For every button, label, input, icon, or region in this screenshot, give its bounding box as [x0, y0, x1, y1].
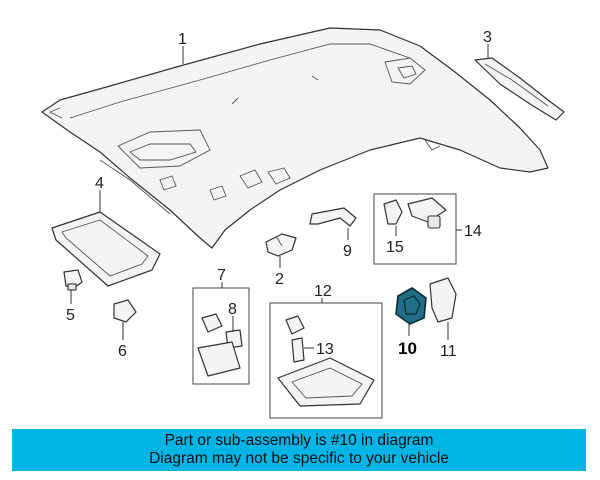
group-12-box: [269, 302, 383, 419]
leader-lines: [70, 44, 489, 349]
callout-10: 10: [398, 339, 417, 358]
callout-labels: 1 3 4 5 6 2 9 7 8 12 13 10 11 15 14: [66, 29, 492, 360]
callout-8: 8: [228, 301, 237, 318]
bulb-part-15: [383, 199, 403, 225]
assist-grip-part: [309, 207, 357, 227]
visor-clip-part: [63, 269, 83, 291]
callout-11: 11: [440, 343, 457, 360]
callout-13: 13: [316, 341, 334, 358]
callout-15: 15: [386, 239, 404, 256]
callout-5: 5: [66, 307, 75, 324]
callout-1: 1: [178, 31, 187, 48]
callout-7: 7: [217, 267, 226, 284]
callout-12: 12: [314, 283, 332, 300]
callout-3: 3: [483, 29, 492, 46]
group-7-box: [192, 287, 250, 385]
callout-4: 4: [95, 175, 104, 192]
callout-14: 14: [464, 223, 482, 240]
highlighted-part-10: [395, 287, 427, 325]
bracket-part-11: [429, 277, 457, 323]
callout-6: 6: [118, 343, 127, 360]
group-14-box: [373, 193, 457, 265]
banner-line-1: Part or sub-assembly is #10 in diagram: [164, 432, 434, 449]
bracket-part: [265, 233, 297, 257]
banner-line-2: Diagram may not be specific to your vehi…: [149, 450, 449, 467]
callout-2: 2: [275, 271, 284, 288]
headliner-part: [41, 27, 549, 249]
parts-diagram: 1 3 4 5 6 2 9 7 8 12 13 10 11 15 14: [41, 27, 565, 419]
bulb-part-13: [291, 337, 305, 363]
roof-trim-part: [474, 57, 565, 121]
callout-9: 9: [343, 243, 352, 260]
visor-holder-part: [113, 299, 137, 323]
info-banner: Part or sub-assembly is #10 in diagram D…: [12, 429, 586, 471]
